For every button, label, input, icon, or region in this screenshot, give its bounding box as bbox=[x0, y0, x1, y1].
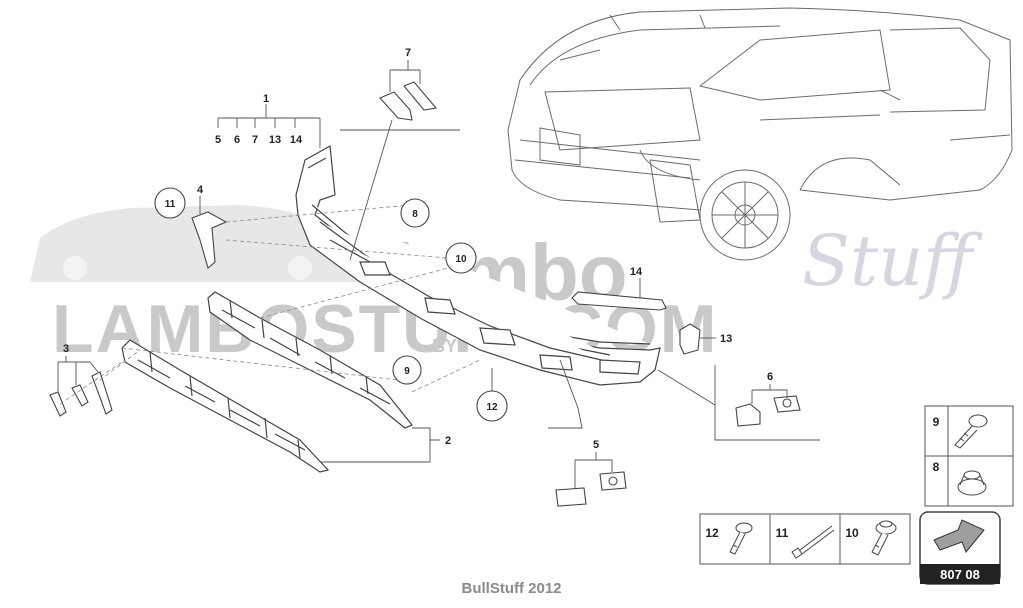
rivet-icon bbox=[791, 525, 835, 559]
part-label-14: 14 bbox=[630, 266, 643, 278]
strip-part-14 bbox=[571, 291, 667, 311]
callout-label-10: 10 bbox=[455, 254, 467, 265]
legend-box-9: 9 bbox=[924, 405, 1014, 457]
legend-box-9-label: 9 bbox=[933, 415, 940, 429]
bolt-icon bbox=[729, 522, 753, 555]
bumper-cover-part bbox=[295, 145, 661, 386]
legend-box-12-label: 12 bbox=[705, 526, 719, 540]
part-label-7: 7 bbox=[405, 47, 411, 59]
leader-lines bbox=[57, 60, 820, 488]
part-label-5: 5 bbox=[593, 439, 599, 451]
callout-circle-8 bbox=[400, 198, 430, 228]
watermark-car-silhouette bbox=[30, 205, 362, 282]
part-label-6: 6 bbox=[767, 371, 773, 383]
clip-part-5a bbox=[555, 487, 587, 507]
clip-part-7b bbox=[403, 81, 438, 111]
diffuser-strips-part bbox=[121, 291, 413, 473]
callout-label-8: 8 bbox=[412, 209, 418, 220]
callout-label-11: 11 bbox=[165, 199, 176, 210]
vehicle-rear-illustration bbox=[507, 7, 1013, 261]
clip-part-3c bbox=[91, 371, 113, 415]
legend-box-8: 8 bbox=[924, 455, 1014, 507]
part-label-1-child-6: 6 bbox=[234, 134, 240, 146]
legend-box-10: 10 bbox=[839, 513, 911, 565]
part-label-3: 3 bbox=[63, 343, 69, 355]
callout-label-9: 9 bbox=[404, 366, 410, 377]
callout-circles bbox=[154, 187, 508, 422]
part-label-13: 13 bbox=[720, 333, 732, 345]
bracket-part-13 bbox=[679, 323, 701, 355]
alignment-dashes bbox=[59, 204, 481, 405]
clip-part-3a bbox=[49, 391, 67, 417]
legend-box-11-label: 11 bbox=[776, 526, 789, 540]
callout-circle-10 bbox=[445, 242, 477, 274]
callout-circle-12 bbox=[476, 390, 508, 422]
part-label-4: 4 bbox=[197, 184, 204, 196]
clip-part-3b bbox=[71, 384, 89, 407]
part-label-1-child-5: 5 bbox=[215, 134, 221, 146]
watermark: LAMBOSTUFF.COM lambo Stuff BY bbox=[30, 205, 983, 367]
flange-screw-icon bbox=[871, 520, 897, 556]
legend-box-12: 12 bbox=[699, 513, 771, 565]
screw-icon bbox=[954, 414, 988, 449]
legend-box-11: 11 bbox=[769, 513, 841, 565]
part-label-1: 1 bbox=[263, 93, 269, 105]
diagram-reference-number: 807 08 bbox=[940, 567, 980, 582]
nut-icon bbox=[957, 470, 987, 496]
arrow-icon bbox=[933, 519, 985, 553]
small-parts bbox=[49, 81, 801, 507]
callout-circle-9 bbox=[392, 355, 422, 385]
part-label-2: 2 bbox=[445, 435, 451, 447]
callout-circle-11 bbox=[154, 187, 186, 219]
part-label-1-child-7: 7 bbox=[252, 134, 258, 146]
legend-box-8-label: 8 bbox=[933, 460, 940, 474]
clip-part-6a bbox=[735, 403, 761, 427]
reference-arrow-box: 807 08 bbox=[919, 511, 1001, 585]
watermark-brand-script: Stuff bbox=[802, 220, 983, 302]
legend-box-10-label: 10 bbox=[845, 526, 859, 540]
callout-label-12: 12 bbox=[486, 402, 498, 413]
part-label-1-child-14: 14 bbox=[290, 134, 303, 146]
clip-part-7a bbox=[379, 91, 413, 121]
part-label-1-child-13: 13 bbox=[269, 134, 281, 146]
watermark-byline: BY bbox=[432, 336, 457, 356]
bracket-part-4 bbox=[191, 211, 228, 269]
footer-caption: BullStuff 2012 bbox=[461, 580, 562, 597]
